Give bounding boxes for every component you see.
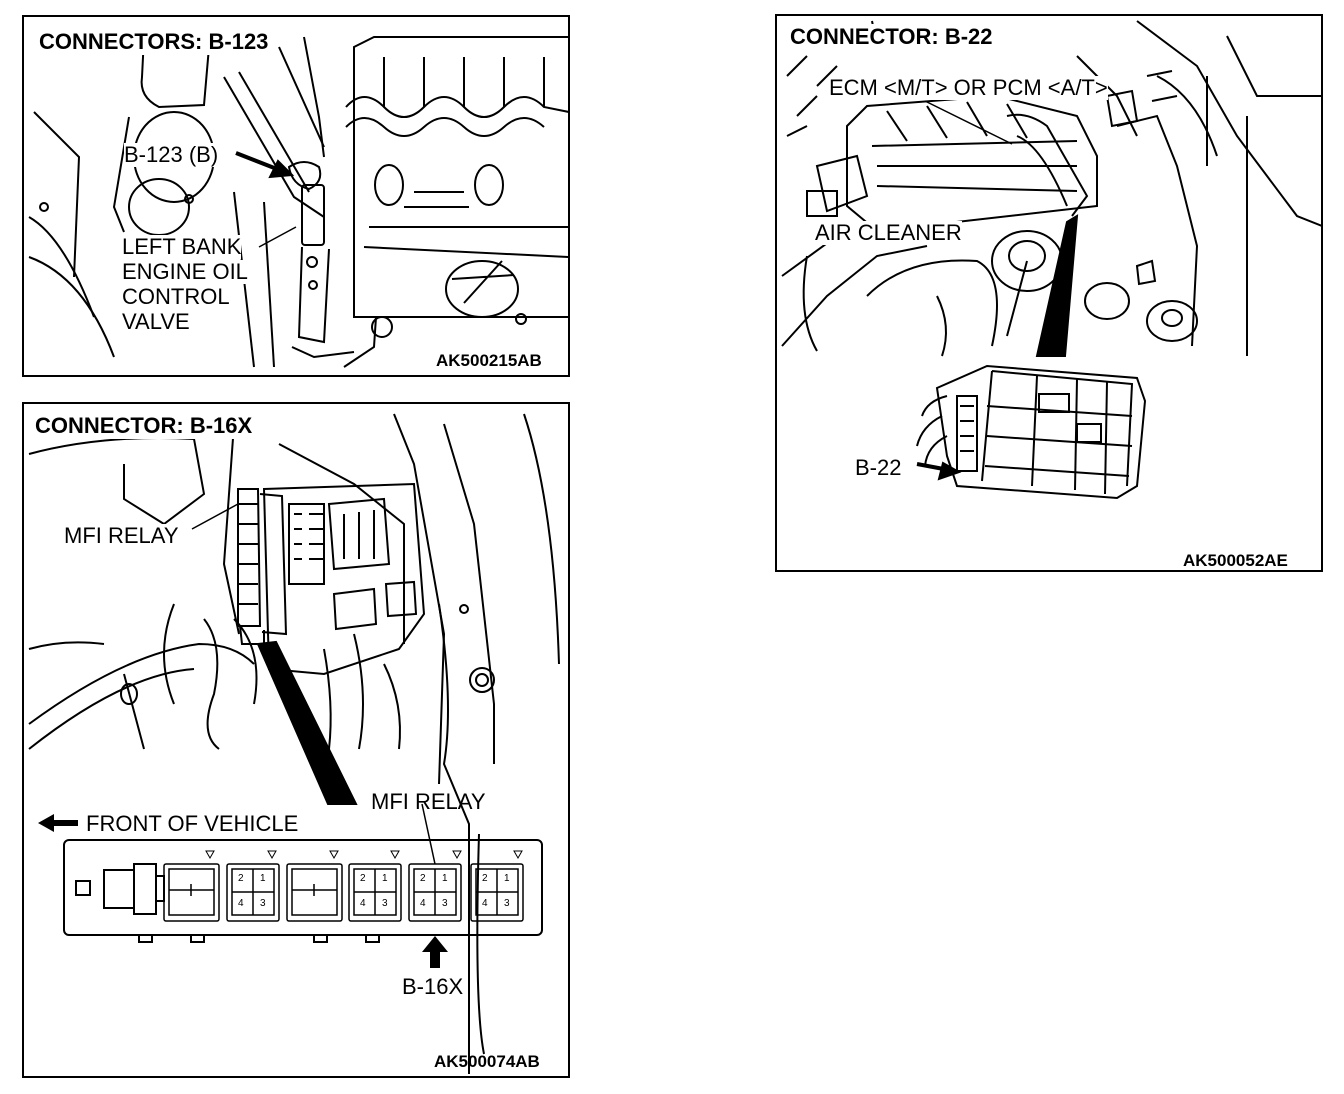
panel-title: CONNECTORS: B-123 <box>36 29 272 55</box>
valve-label-line-3: CONTROL <box>122 284 230 309</box>
pin-2: 2 <box>360 873 366 884</box>
panel-b22: CONNECTOR: B-22 ECM <M/T> OR PCM <A/T> A… <box>775 14 1323 572</box>
b22-connector-label: B-22 <box>855 455 902 480</box>
connector-label-b123: B-123 (B) <box>124 142 219 167</box>
relay-3 <box>286 863 343 922</box>
engine-bay-illustration-b22 <box>781 20 1321 500</box>
pin-1: 1 <box>260 873 266 884</box>
relay-pins-4: 2 1 4 3 <box>354 869 396 915</box>
panel-title: CONNECTOR: B-16X <box>32 413 256 439</box>
b16x-connector-label: B-16X <box>402 974 464 999</box>
pin-3: 3 <box>442 898 448 909</box>
pin-1: 1 <box>382 873 388 884</box>
pin-3: 3 <box>382 898 388 909</box>
relay-pins-mfi: 2 1 4 3 <box>414 869 456 915</box>
pin-4: 4 <box>420 898 426 909</box>
valve-label-line-1: LEFT BANK <box>122 234 242 259</box>
pin-2: 2 <box>238 873 244 884</box>
engine-bay-illustration-b16x <box>28 413 560 1074</box>
pin-3: 3 <box>260 898 266 909</box>
ecm-pcm-label: ECM <M/T> OR PCM <A/T> <box>829 75 1108 100</box>
pin-2: 2 <box>482 873 488 884</box>
engine-bay-illustration-b123 <box>28 36 568 368</box>
figure-code: AK500215AB <box>436 351 542 370</box>
valve-label-line-2: ENGINE OIL <box>122 259 248 284</box>
pin-4: 4 <box>482 898 488 909</box>
panel-b16x: CONNECTOR: B-16X MFI RELAY MFI RELAY FRO… <box>22 402 570 1078</box>
relay-pins-6: 2 1 4 3 <box>476 869 518 915</box>
figure-code: AK500052AE <box>1183 551 1288 570</box>
figure-code: AK500074AB <box>434 1052 540 1071</box>
pin-4: 4 <box>360 898 366 909</box>
pin-3: 3 <box>504 898 510 909</box>
relay-pins-2: 2 1 4 3 <box>232 869 274 915</box>
front-of-vehicle-label: FRONT OF VEHICLE <box>86 811 299 836</box>
panel-b123: CONNECTORS: B-123 B-123 (B) LEFT BANK EN… <box>22 15 570 377</box>
air-cleaner-label: AIR CLEANER <box>815 220 962 245</box>
relay-1 <box>163 863 220 922</box>
mfi-relay-label-top: MFI RELAY <box>64 523 179 548</box>
panel-title: CONNECTOR: B-22 <box>787 24 996 50</box>
mfi-relay-label-bottom: MFI RELAY <box>371 789 486 814</box>
pin-2: 2 <box>420 873 426 884</box>
pin-4: 4 <box>238 898 244 909</box>
valve-label-line-4: VALVE <box>122 309 190 334</box>
pin-1: 1 <box>504 873 510 884</box>
pin-1: 1 <box>442 873 448 884</box>
